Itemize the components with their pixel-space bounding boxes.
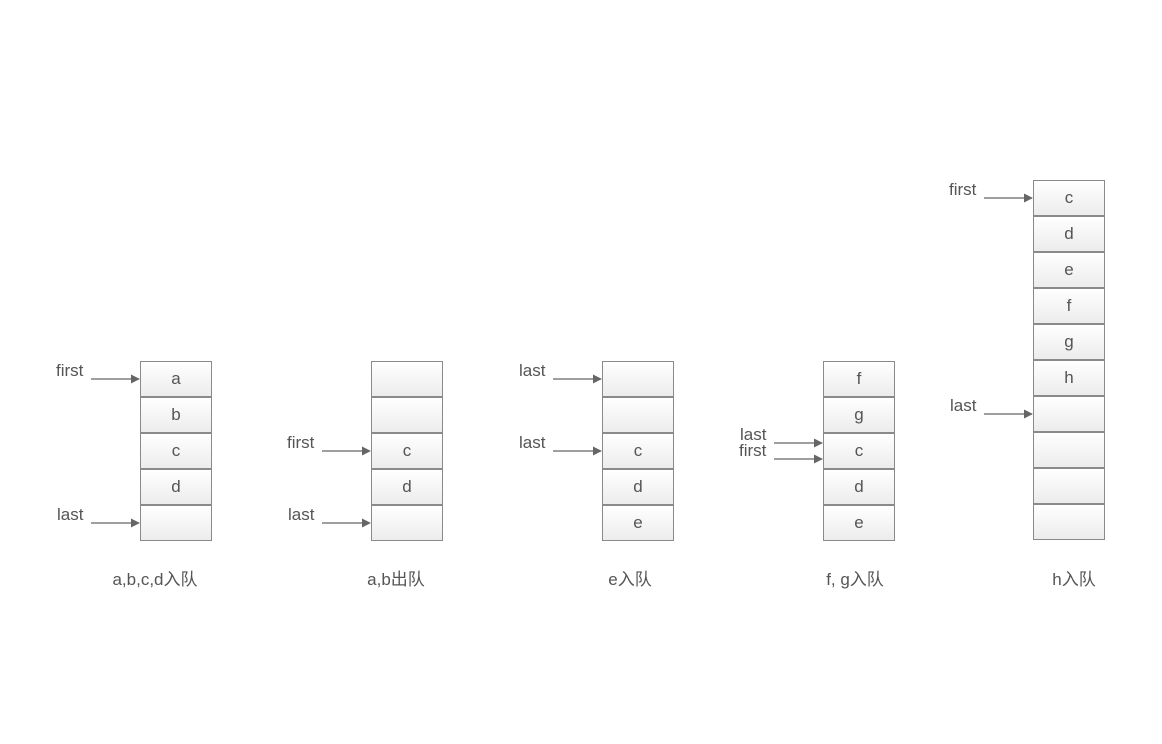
first-pointer-label: first xyxy=(949,180,977,199)
last-pointer-label: last xyxy=(288,505,315,524)
queue-cell-c: c xyxy=(371,433,443,469)
first-pointer-label: first xyxy=(56,361,84,380)
queue-caption: h入队 xyxy=(1052,570,1096,589)
queue-cell-f: f xyxy=(1033,288,1105,324)
queue-cell-g: g xyxy=(1033,324,1105,360)
queue-cell-empty xyxy=(602,397,674,433)
last-pointer-label: last xyxy=(57,505,84,524)
queue-cell-e: e xyxy=(602,505,674,541)
last-pointer-label: last xyxy=(519,361,546,380)
queue-cell-empty xyxy=(1033,396,1105,432)
queue-cell-c: c xyxy=(1033,180,1105,216)
last-pointer-label: last xyxy=(519,433,546,452)
queue-cell-f: f xyxy=(823,361,895,397)
queue-cell-a: a xyxy=(140,361,212,397)
queue-cell-empty xyxy=(602,361,674,397)
last-pointer-label: last xyxy=(740,425,767,444)
queue-cell-empty xyxy=(1033,468,1105,504)
queue-cell-c: c xyxy=(823,433,895,469)
queue-caption: f, g入队 xyxy=(826,570,884,589)
queue-cell-c: c xyxy=(602,433,674,469)
first-pointer-label: first xyxy=(739,441,767,460)
queue-cell-h: h xyxy=(1033,360,1105,396)
queue-caption: a,b,c,d入队 xyxy=(112,570,198,589)
queue-cell-d: d xyxy=(823,469,895,505)
queue-cell-e: e xyxy=(823,505,895,541)
queue-cell-g: g xyxy=(823,397,895,433)
queue-cell-d: d xyxy=(1033,216,1105,252)
queue-cell-empty xyxy=(1033,504,1105,540)
first-pointer-label: first xyxy=(287,433,315,452)
queue-cell-empty xyxy=(140,505,212,541)
queue-caption: a,b出队 xyxy=(367,570,425,589)
queue-cell-empty xyxy=(371,397,443,433)
last-pointer-label: last xyxy=(950,396,977,415)
queue-cell-empty xyxy=(371,361,443,397)
queue-cell-d: d xyxy=(140,469,212,505)
queue-cell-e: e xyxy=(1033,252,1105,288)
queue-cell-d: d xyxy=(602,469,674,505)
queue-cell-b: b xyxy=(140,397,212,433)
queue-cell-empty xyxy=(1033,432,1105,468)
queue-cell-empty xyxy=(371,505,443,541)
queue-cell-d: d xyxy=(371,469,443,505)
queue-caption: e入队 xyxy=(608,570,652,589)
queue-cell-c: c xyxy=(140,433,212,469)
